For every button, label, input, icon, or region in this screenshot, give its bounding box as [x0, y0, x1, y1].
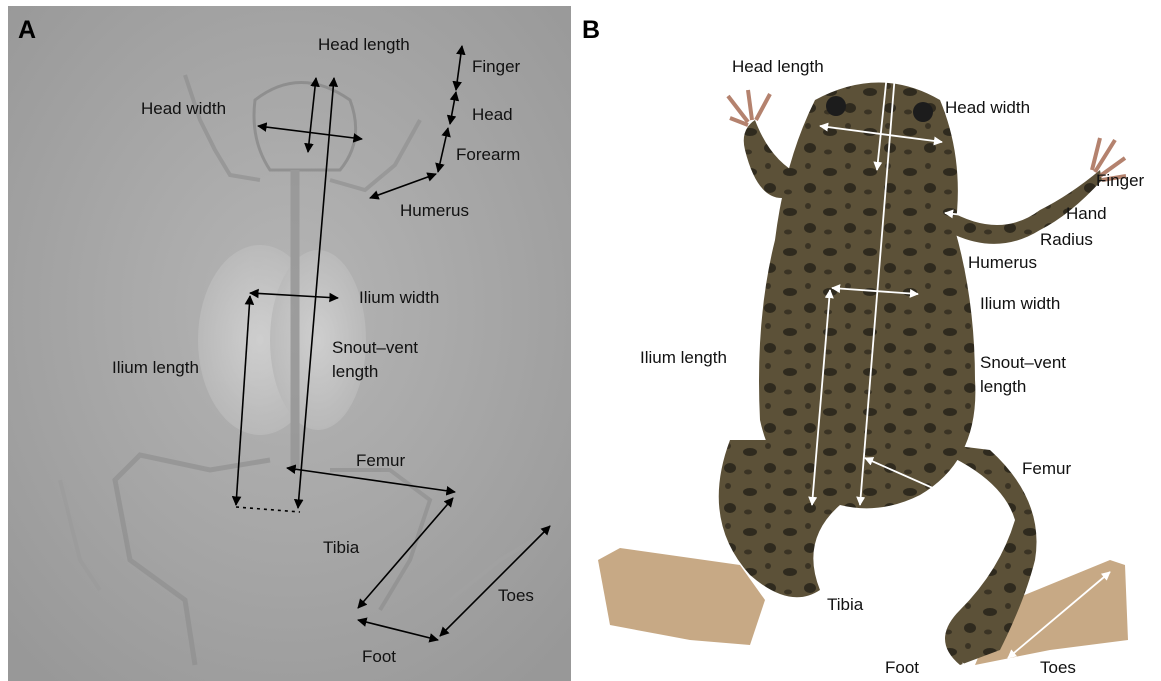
- label-head-width-b: Head width: [945, 98, 1030, 117]
- panel-a-letter: A: [18, 16, 36, 44]
- hand-line-b: [1044, 190, 1060, 200]
- label-snout-vent-a-1: Snout–vent: [332, 338, 418, 357]
- label-tibia-a: Tibia: [323, 538, 360, 557]
- label-head-a: Head: [472, 105, 513, 124]
- frog-body: [598, 83, 1128, 666]
- label-finger-a: Finger: [472, 57, 521, 76]
- label-femur-a: Femur: [356, 451, 405, 470]
- label-humerus-b: Humerus: [968, 253, 1037, 272]
- label-foot-b: Foot: [885, 658, 919, 677]
- panel-a-figure: A Head length Finger Head width Head For…: [0, 0, 571, 681]
- label-femur-b: Femur: [1022, 459, 1071, 478]
- label-tibia-b: Tibia: [827, 595, 864, 614]
- panel-b-letter: B: [582, 16, 600, 44]
- panel-b-photo: B Head length Head width Finger Hand Rad…: [580, 0, 1161, 681]
- label-ilium-length-a: Ilium length: [112, 358, 199, 377]
- label-head-length-a: Head length: [318, 35, 410, 54]
- label-radius-b: Radius: [1040, 230, 1093, 249]
- label-toes-a: Toes: [498, 586, 534, 605]
- label-snout-vent-a-2: length: [332, 362, 378, 381]
- label-finger-b: Finger: [1096, 171, 1145, 190]
- label-snout-vent-b-2: length: [980, 377, 1026, 396]
- panel-b-figure: B Head length Head width Finger Hand Rad…: [580, 0, 1161, 681]
- label-forearm-a: Forearm: [456, 145, 520, 164]
- label-snout-vent-b-1: Snout–vent: [980, 353, 1066, 372]
- label-ilium-width-b: Ilium width: [980, 294, 1060, 313]
- label-toes-b: Toes: [1040, 658, 1076, 677]
- label-head-length-b: Head length: [732, 57, 824, 76]
- label-head-width-a: Head width: [141, 99, 226, 118]
- label-ilium-length-b: Ilium length: [640, 348, 727, 367]
- label-hand-b: Hand: [1066, 204, 1107, 223]
- finger-line-b: [1062, 176, 1080, 188]
- label-humerus-a: Humerus: [400, 201, 469, 220]
- label-foot-a: Foot: [362, 647, 396, 666]
- panel-a-xray: A Head length Finger Head width Head For…: [0, 0, 571, 681]
- label-ilium-width-a: Ilium width: [359, 288, 439, 307]
